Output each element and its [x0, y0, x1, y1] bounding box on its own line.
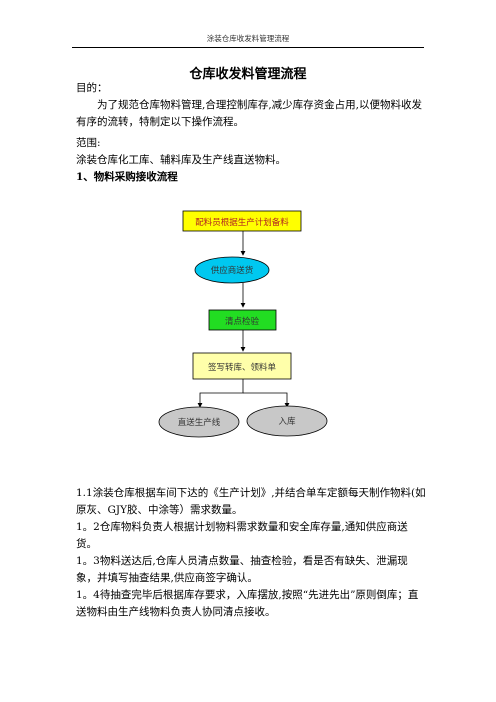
flow-node-prepare-materials: 配料员根据生产计划备料: [182, 210, 302, 232]
scope-text: 涂装仓库化工库、辅料库及生产线直送物料。: [76, 154, 286, 166]
flow-node-label: 供应商送货: [211, 265, 254, 276]
paragraph-1-4: 1。4待抽查完毕后根据库存要求，入库摆放,按照“先进先出”原则倒库；直送物料由生…: [76, 589, 419, 618]
flow-node-label: 直送生产线: [178, 417, 221, 428]
flow-node-label: 签写转库、领料单: [208, 362, 277, 373]
purpose-text: 为了规范仓库物料管理,合理控制库存,减少库存资金占用,以便物料收发有序的流转，特…: [76, 99, 423, 128]
page-header: 涂装仓库收发料管理流程: [72, 33, 424, 48]
flow-node-label: 入库: [278, 416, 296, 427]
flow-node-label: 清点检验: [225, 316, 260, 327]
flow-node-label: 配料员根据生产计划备料: [195, 217, 289, 228]
flow-node-count-inspect: 清点检验: [208, 309, 277, 331]
flow-node-warehouse-in: 入库: [246, 405, 328, 437]
paragraph-1-1: 1.1涂装仓库根据车间下达的《生产计划》,并结合单车定额每天制作物料(如原灰、G…: [76, 487, 426, 516]
paragraph-1-3: 1。3物料送达后,仓库人员清点数量、抽查检验，看是否有缺失、泄漏现象，并填写抽查…: [76, 555, 408, 584]
arrow-4-5: [197, 379, 244, 408]
paragraph-1-2: 1。2仓库物料负责人根据计划物料需求数量和安全库存量,通知供应商送货。: [76, 521, 408, 550]
section1-title: 1、物料采购接收流程: [76, 171, 178, 183]
document-title: 仓库收发料管理流程: [189, 67, 307, 82]
flow-node-sign-forms: 签写转库、领料单: [192, 352, 292, 380]
flow-node-supplier-delivery: 供应商送货: [194, 256, 270, 284]
flow-node-direct-to-line: 直送生产线: [158, 406, 240, 438]
scope-label: 范围:: [76, 137, 101, 149]
purpose-label: 目的：: [76, 82, 108, 94]
arrow-4-6: [243, 392, 290, 408]
